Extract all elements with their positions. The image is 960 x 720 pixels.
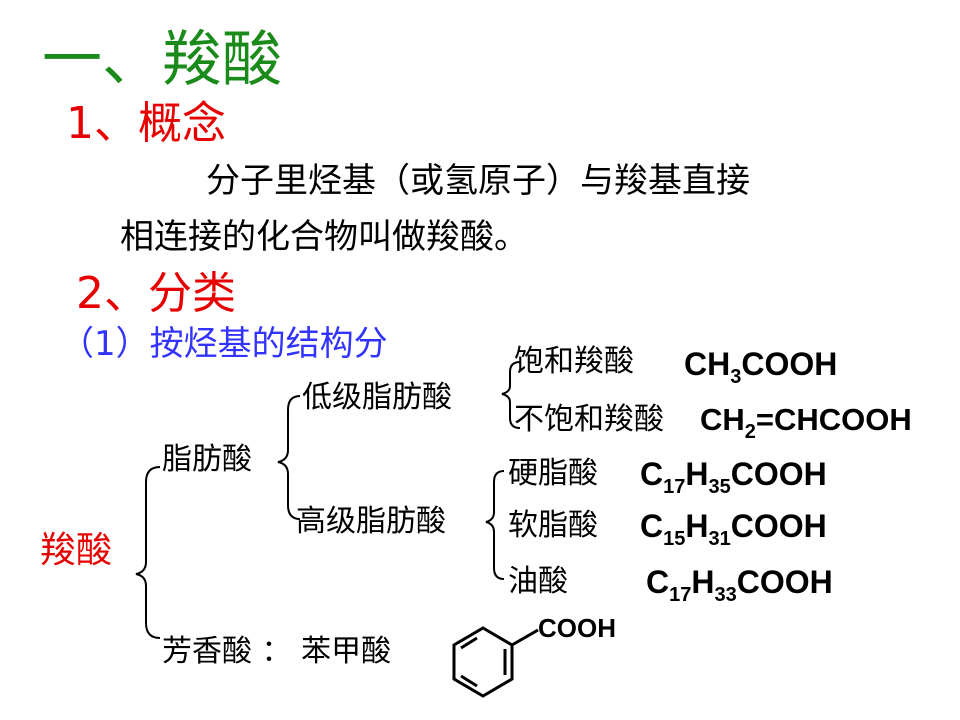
classification-subheading: （1）按烃基的结构分 xyxy=(60,324,388,364)
node-lower-fatty-acid: 低级脂肪酸 xyxy=(302,380,452,415)
concept-text-line-2: 相连接的化合物叫做羧酸。 xyxy=(120,217,528,257)
oleic-acid-name: 油酸 xyxy=(508,564,568,599)
lower-bracket xyxy=(501,361,521,429)
palmitic-acid-name: 软脂酸 xyxy=(508,508,598,543)
benzene-ring-icon xyxy=(452,626,539,698)
node-aliphatic-acid: 脂肪酸 xyxy=(162,442,252,477)
oleic-acid-formula: C17H33COOH xyxy=(646,564,833,606)
stearic-acid-formula: C17H35COOH xyxy=(640,456,827,498)
slide-title: 一、羧酸 xyxy=(42,25,282,95)
tree-root: 羧酸 xyxy=(40,530,113,571)
classification-heading: 2、分类 xyxy=(76,268,236,319)
higher-bracket xyxy=(485,470,505,580)
node-higher-fatty-acid: 高级脂肪酸 xyxy=(296,504,446,539)
unsaturated-acid-name: 不饱和羧酸 xyxy=(514,402,664,437)
concept-text-line-1: 分子里烃基（或氢原子）与羧基直接 xyxy=(206,161,750,201)
aliphatic-bracket xyxy=(277,395,301,520)
root-bracket xyxy=(135,466,161,639)
concept-heading: 1、概念 xyxy=(66,98,226,149)
benzoic-carboxyl-group: COOH xyxy=(538,613,616,643)
palmitic-acid-formula: C15H31COOH xyxy=(640,508,827,550)
unsaturated-acid-formula: CH2=CHCOOH xyxy=(700,402,912,443)
node-aromatic-acid: 芳香酸 ： 苯甲酸 xyxy=(162,634,392,669)
saturated-acid-name: 饱和羧酸 xyxy=(514,344,634,379)
saturated-acid-formula: CH3COOH xyxy=(684,346,838,388)
stearic-acid-name: 硬脂酸 xyxy=(508,456,598,491)
